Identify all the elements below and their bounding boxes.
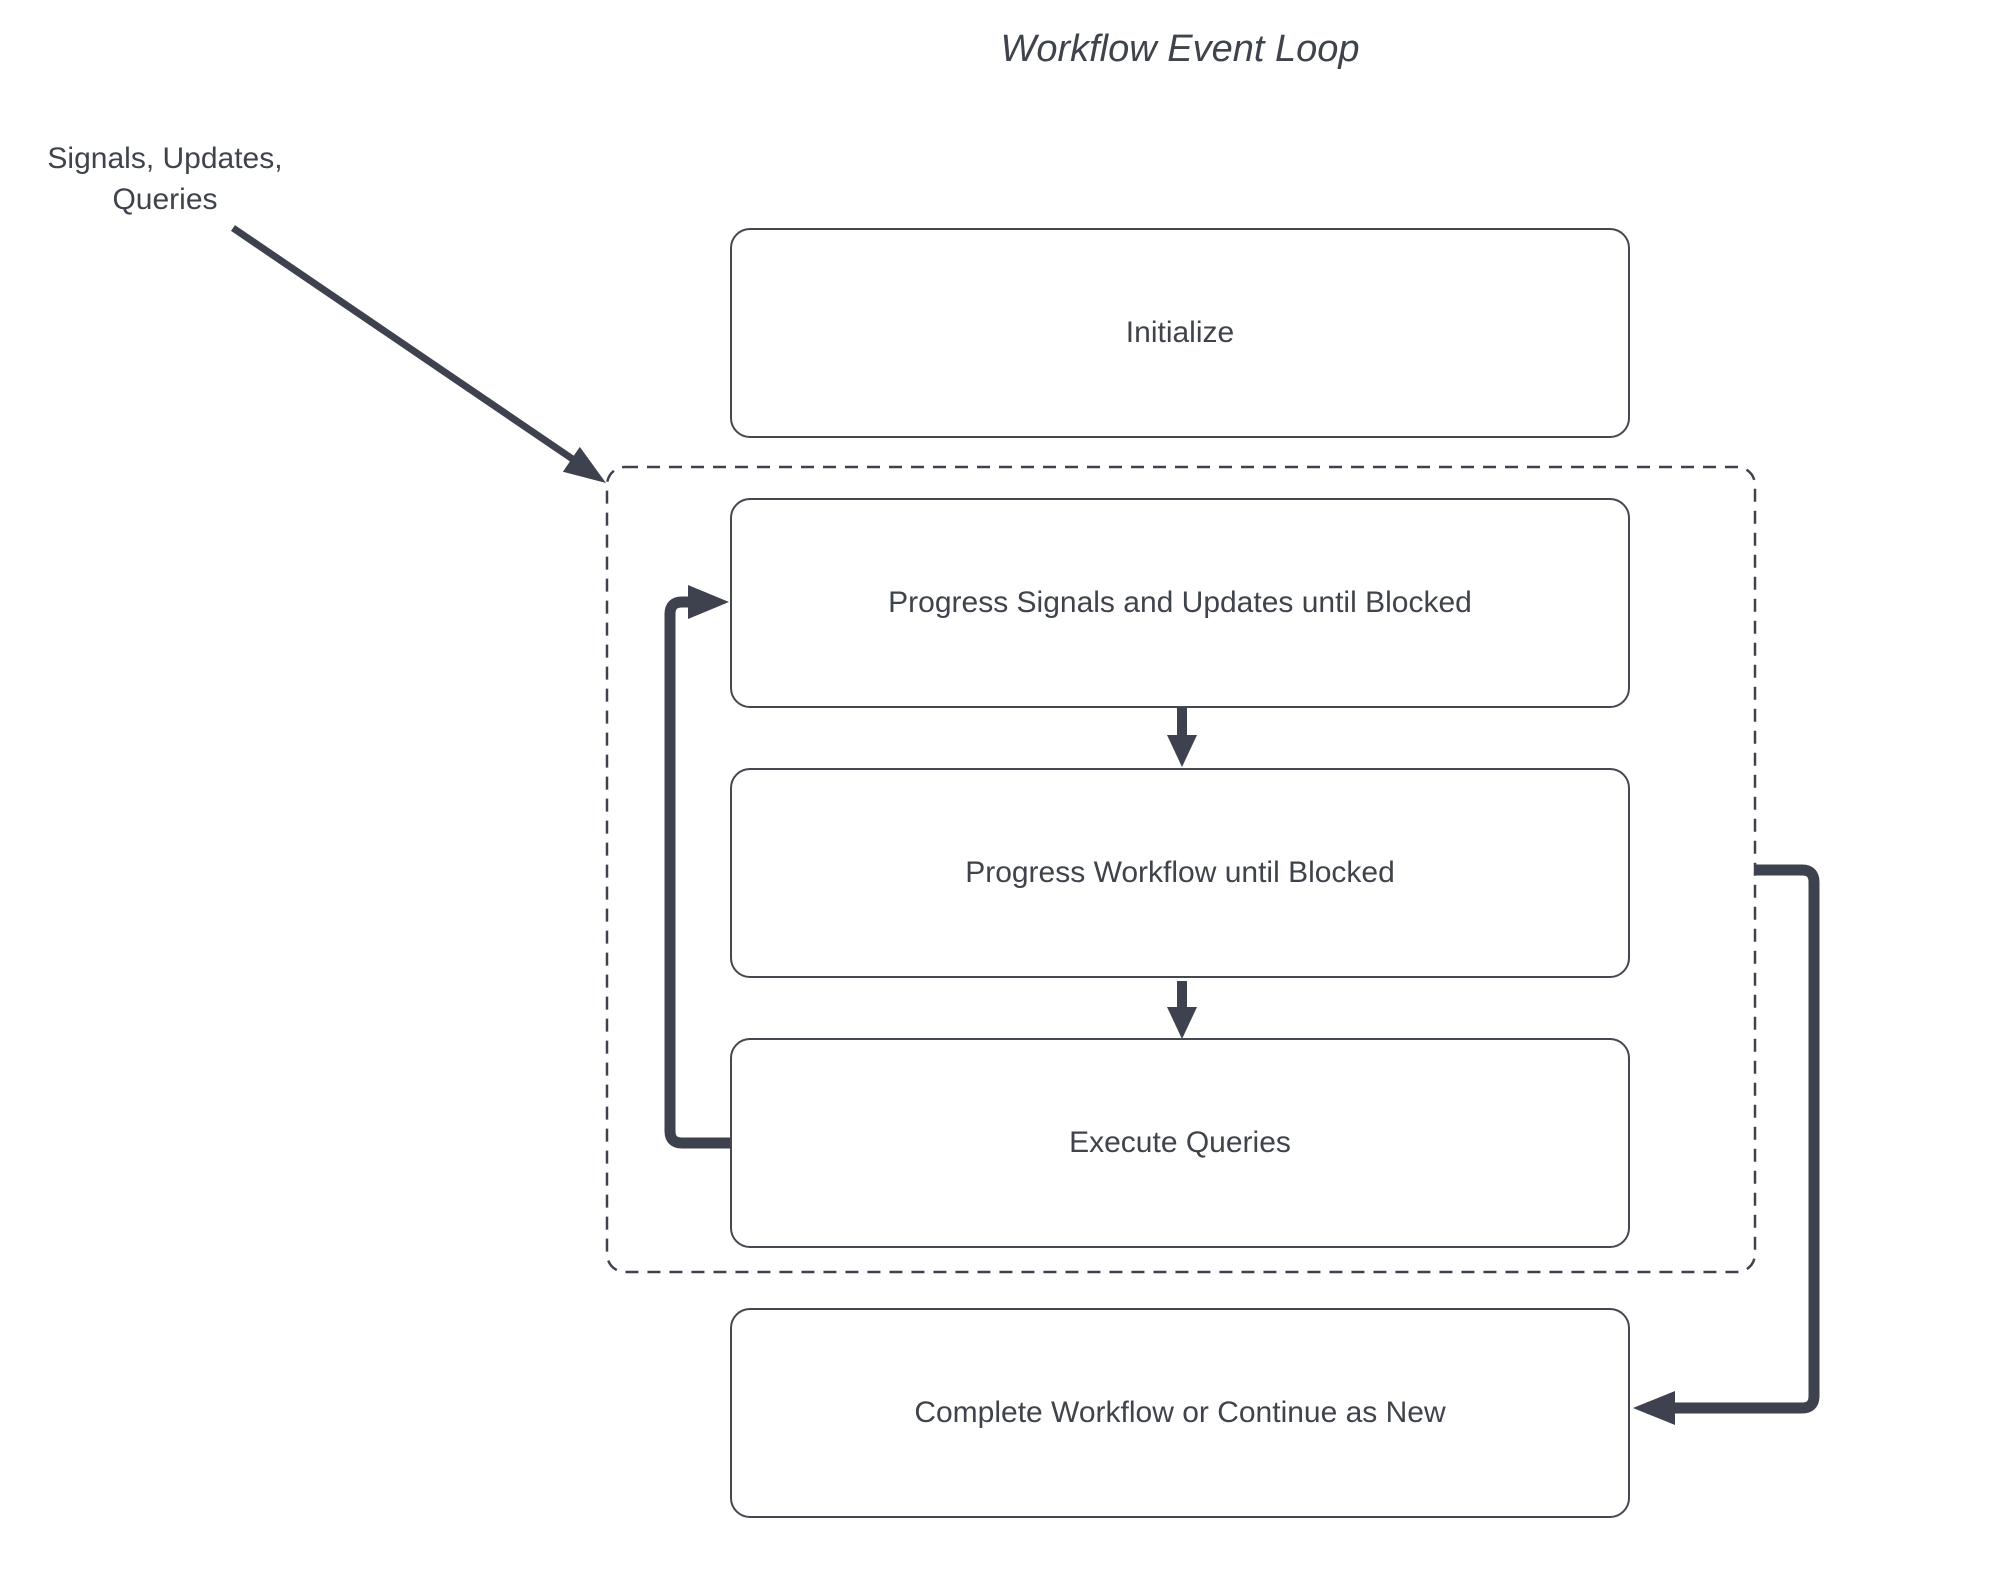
node-progress-workflow-label: Progress Workflow until Blocked <box>965 856 1395 889</box>
node-complete: Complete Workflow or Continue as New <box>730 1308 1630 1518</box>
external-events-label: Signals, Updates, Queries <box>47 142 283 216</box>
node-progress-signals: Progress Signals and Updates until Block… <box>730 498 1630 708</box>
arrow-signals-to-workflow <box>1167 707 1197 767</box>
node-initialize-label: Initialize <box>1125 316 1235 349</box>
node-execute-queries-label: Execute Queries <box>1069 1126 1291 1159</box>
node-execute-queries: Execute Queries <box>730 1038 1630 1248</box>
arrow-workflow-to-queries <box>1167 981 1197 1039</box>
node-progress-signals-label: Progress Signals and Updates until Block… <box>888 586 1472 619</box>
page-title: Workflow Event Loop <box>1000 28 1360 70</box>
arrow-loop-to-complete <box>1633 864 1820 1425</box>
arrow-queries-loop-back <box>664 585 730 1149</box>
node-progress-workflow: Progress Workflow until Blocked <box>730 768 1630 978</box>
node-initialize: Initialize <box>730 228 1630 438</box>
node-complete-label: Complete Workflow or Continue as New <box>914 1396 1446 1429</box>
arrow-external-to-loop <box>231 225 606 483</box>
